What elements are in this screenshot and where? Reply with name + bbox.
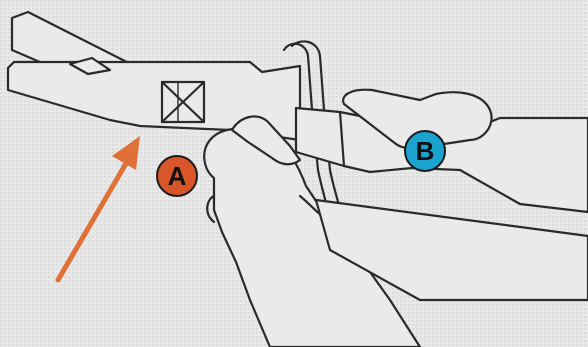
arrow-icon [58,136,140,280]
label-a-badge: A [156,155,198,197]
label-b-text: B [416,138,435,164]
label-a-text: A [168,163,187,189]
label-b-badge: B [404,130,446,172]
